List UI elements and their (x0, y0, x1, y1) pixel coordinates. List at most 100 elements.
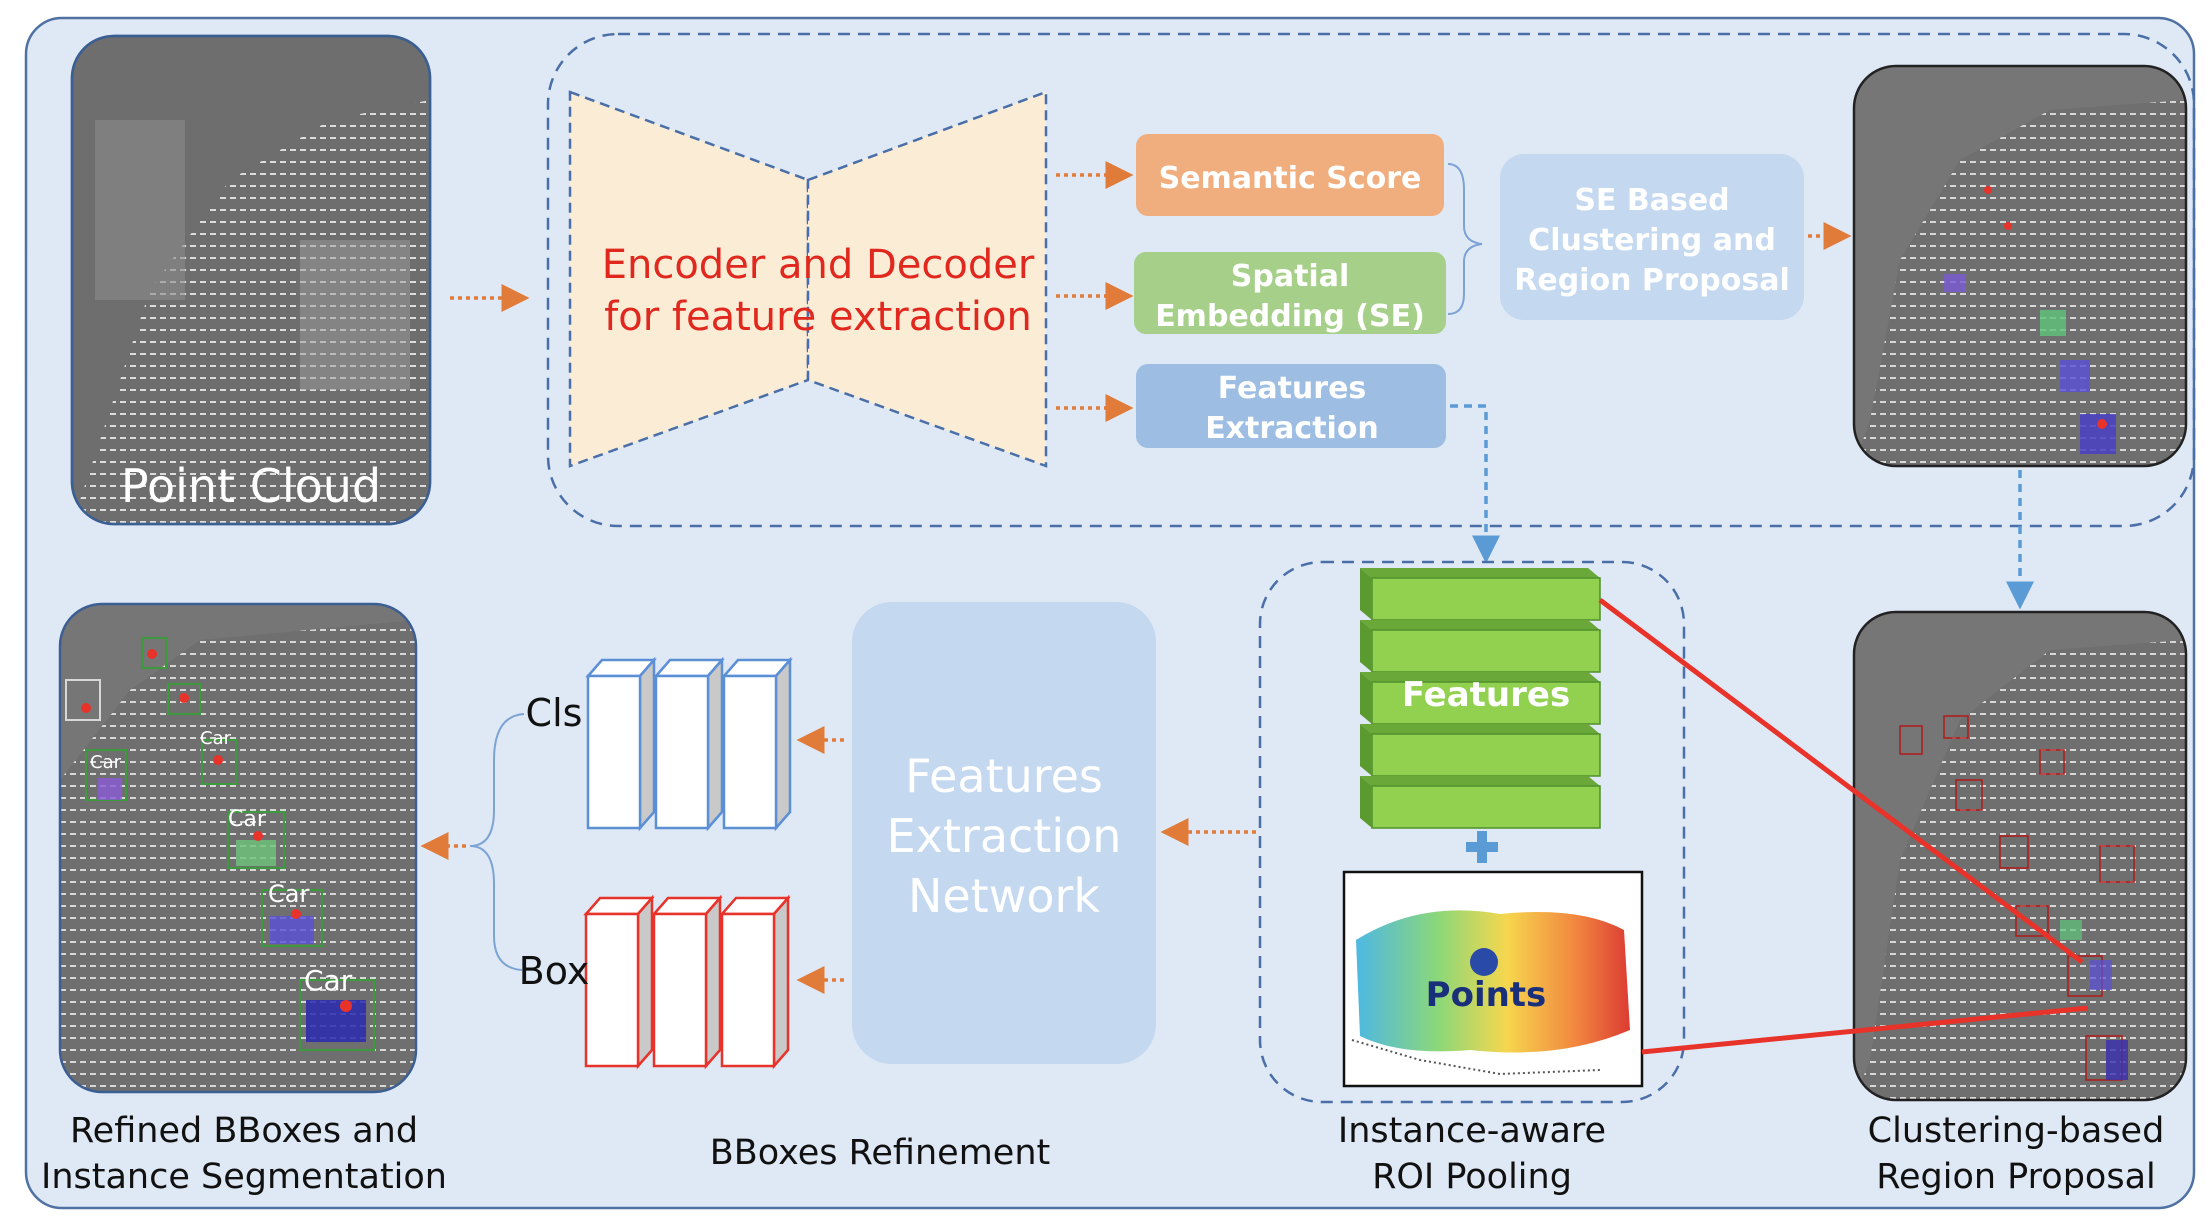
refined-box (261, 889, 323, 947)
refined-mark (213, 755, 223, 765)
se-clustering-line2: Clustering and (1528, 223, 1776, 258)
feature-slab (1360, 672, 1601, 725)
proposal-box (2039, 749, 2065, 775)
point-cloud-panel: Point Cloud (70, 34, 432, 526)
cls-block (653, 656, 725, 832)
fen-line3: Network (908, 869, 1100, 923)
car-tag: Car (228, 807, 267, 832)
feature-stack: Features (1360, 568, 1601, 829)
car-tag: Car (304, 964, 353, 997)
cluster-mark (2080, 414, 2116, 454)
refined-box (167, 683, 201, 715)
refined-mark (147, 649, 157, 659)
features-extraction-line1: Features (1218, 371, 1367, 406)
proposal-caption-line1: Clustering-based (1868, 1111, 2165, 1151)
proposal-fill (2060, 920, 2082, 940)
feature-slab (1360, 776, 1601, 829)
features-extraction-line2: Extraction (1205, 411, 1379, 446)
se-clustering-box: SE Based Clustering and Region Proposal (1500, 154, 1804, 320)
red-connector-points (1641, 1005, 2089, 1055)
feature-slab (1360, 724, 1601, 777)
box-block (651, 894, 723, 1070)
proposal-box (1899, 725, 1923, 755)
fen-line1: Features (905, 749, 1103, 803)
car-tag: Car (90, 752, 122, 773)
roi-caption-line2: ROI Pooling (1372, 1157, 1572, 1197)
feature-slab (1360, 620, 1601, 673)
roi-pooling-region (1258, 560, 1686, 1104)
proposal-box (1943, 715, 1969, 739)
cluster-mark (2004, 222, 2012, 230)
points-label: Points (1426, 975, 1547, 1015)
box-head (583, 894, 791, 1070)
proposal-box (1999, 835, 2029, 869)
features-extraction-box: Features Extraction (1136, 364, 1446, 448)
semantic-score-label: Semantic Score (1159, 161, 1422, 196)
refined-mark (291, 909, 301, 919)
cls-block (721, 656, 793, 832)
feature-slab (1360, 568, 1601, 621)
roi-caption-line1: Instance-aware (1338, 1111, 1606, 1151)
heads-bracket (469, 713, 525, 971)
point-cloud-label: Point Cloud (121, 459, 381, 513)
refined-mark (81, 703, 91, 713)
box-label: Box (519, 949, 590, 993)
fen-line2: Extraction (887, 809, 1122, 863)
features-extraction-network: Features Extraction Network (852, 602, 1156, 1064)
refined-box (141, 637, 167, 669)
encoder-decoder: Encoder and Decoder for feature extracti… (568, 90, 1048, 468)
points-image: Points (1342, 870, 1644, 1088)
cls-block (585, 656, 657, 832)
features-stack-label: Features (1402, 675, 1570, 715)
encoder-text-line1: Encoder and Decoder (602, 242, 1035, 288)
cluster-mark (2060, 360, 2090, 392)
refined-fill (270, 916, 314, 944)
proposal-fill (2106, 1040, 2128, 1080)
proposal-caption-line2: Region Proposal (1876, 1157, 2156, 1197)
cluster-mark (1984, 186, 1992, 194)
cls-label: Cls (526, 691, 583, 735)
spatial-embedding-box: Spatial Embedding (SE) (1134, 252, 1446, 334)
refined-fill (98, 778, 122, 800)
spatial-embedding-line2: Embedding (SE) (1155, 299, 1425, 334)
plus-icon (1466, 831, 1498, 863)
refined-box (299, 979, 375, 1051)
arrow-features-to-roi (1450, 404, 1500, 564)
cluster-mark (2097, 419, 2107, 429)
refined-mark (179, 693, 189, 703)
cls-head (585, 656, 793, 832)
heads-brace (1447, 163, 1483, 315)
refined-fill (306, 1000, 366, 1042)
refined-mark (253, 831, 263, 841)
box-block (719, 894, 791, 1070)
refined-box-ghost (65, 679, 101, 721)
proposal-box (2099, 845, 2135, 883)
se-clustering-line1: SE Based (1574, 183, 1729, 218)
clustering-output-panel (1852, 64, 2188, 468)
car-tag: Car (200, 728, 232, 749)
refined-box (227, 811, 285, 869)
region-proposal-panel (1852, 610, 2188, 1102)
decoder-shape (806, 90, 1048, 468)
proposal-fill (2090, 960, 2112, 990)
cluster-mark (1944, 274, 1966, 292)
cluster-mark (2040, 310, 2066, 336)
car-tag: Car (268, 880, 309, 908)
semantic-score-box: Semantic Score (1136, 134, 1444, 216)
spatial-embedding-line1: Spatial (1231, 259, 1349, 294)
backbone-region (546, 32, 2196, 528)
se-clustering-line3: Region Proposal (1514, 263, 1789, 298)
red-connector-features (1598, 598, 2084, 964)
refined-caption-line1: Refined BBoxes and (70, 1111, 418, 1151)
encoder-text-line2: for feature extraction (604, 294, 1032, 340)
refinement-caption: BBoxes Refinement (710, 1133, 1050, 1173)
refined-mark (340, 1000, 352, 1012)
proposal-box (2015, 905, 2049, 937)
refined-output-panel: Car Car Car Car Car (58, 602, 418, 1094)
proposal-box (1955, 779, 1983, 811)
box-block (583, 894, 655, 1070)
refined-caption-line2: Instance Segmentation (41, 1157, 447, 1197)
refined-fill (236, 840, 276, 866)
refined-box (201, 739, 237, 785)
